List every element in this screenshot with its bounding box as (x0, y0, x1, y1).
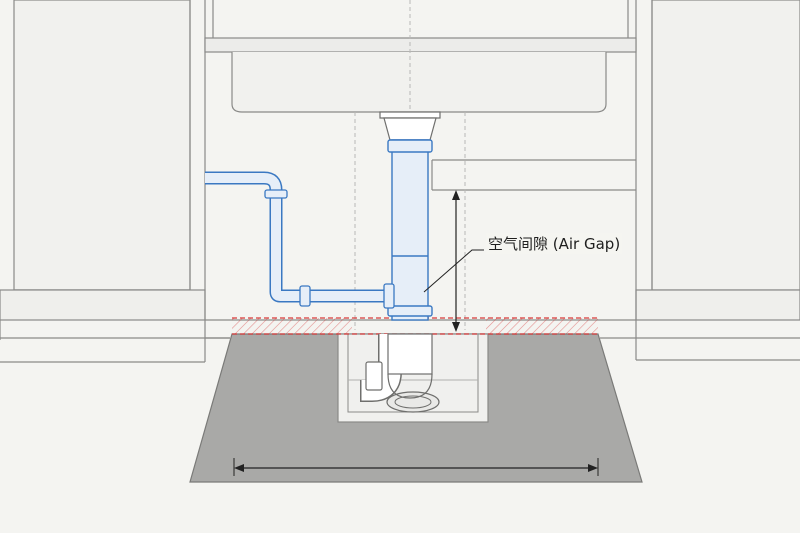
pipe-union (299, 285, 311, 307)
right-cabinet-panel (635, 0, 800, 321)
air-gap-height-dimension (452, 190, 460, 332)
label-leader-line (423, 249, 484, 293)
side-inlet-pipe (205, 171, 395, 309)
tailpiece-pipe (387, 139, 433, 321)
sink-drain-flange (379, 111, 441, 141)
sink-basin (231, 52, 607, 113)
tailpiece-coupling (387, 305, 433, 317)
pipe-clamp (264, 189, 288, 199)
left-cabinet-panel (0, 0, 206, 321)
air-gap-zone (232, 317, 598, 335)
tee-fitting (383, 283, 395, 309)
tailpiece-nut (387, 139, 433, 153)
center-guide-lines (354, 0, 466, 330)
drain-elbow-pipe (360, 333, 433, 403)
air-gap-label: 空气间隙 (Air Gap) (486, 233, 623, 254)
floor-width-dimension (233, 458, 599, 476)
right-shelf (431, 159, 636, 191)
